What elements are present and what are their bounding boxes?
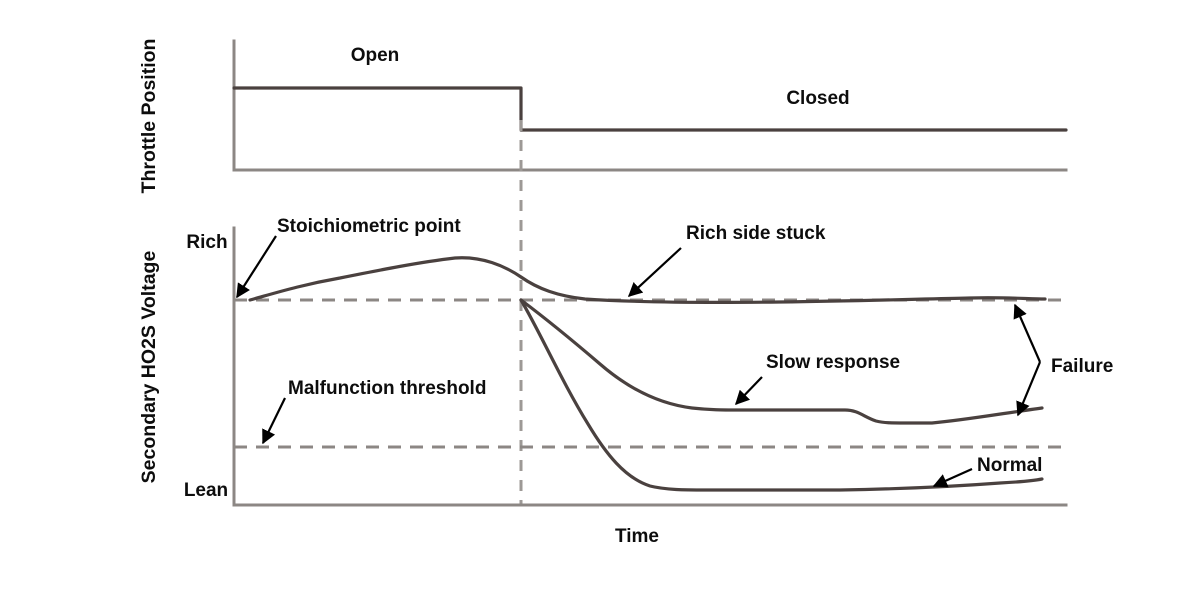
ho2s-lean-tick-label: Lean <box>184 480 228 501</box>
failure-label: Failure <box>1051 356 1113 377</box>
normal-label: Normal <box>977 455 1042 476</box>
curve-normal <box>519 298 1044 492</box>
malfunction-threshold-label: Malfunction threshold <box>288 378 486 399</box>
time-axis-label: Time <box>615 526 659 547</box>
failure-bracket-upper-arrow <box>1013 303 1042 363</box>
ho2s-rich-tick-label: Rich <box>186 232 227 253</box>
normal-arrow <box>932 467 973 488</box>
rich-side-stuck-label: Rich side stuck <box>686 223 826 244</box>
top-panel-throttle <box>232 39 1068 172</box>
curve-slow-response <box>519 298 1044 425</box>
throttle-position-trace <box>232 86 1068 132</box>
ho2s-voltage-axis-label: Secondary HO2S Voltage <box>138 251 160 484</box>
throttle-position-axis-label: Throttle Position <box>138 39 160 194</box>
malfunction-threshold-arrow <box>262 397 286 445</box>
stoichiometric-point-arrow <box>236 235 277 299</box>
failure-bracket-lower-arrow <box>1016 361 1042 417</box>
bottom-panel-ho2s <box>232 226 1068 507</box>
throttle-closed-label: Closed <box>786 88 849 109</box>
curve-rich-side-stuck <box>248 256 1047 304</box>
throttle-open-label: Open <box>351 45 400 66</box>
slow-response-label: Slow response <box>766 352 900 373</box>
rich-side-stuck-arrow <box>627 247 682 297</box>
stoichiometric-point-label: Stoichiometric point <box>277 216 461 237</box>
slow-response-arrow <box>735 376 763 406</box>
